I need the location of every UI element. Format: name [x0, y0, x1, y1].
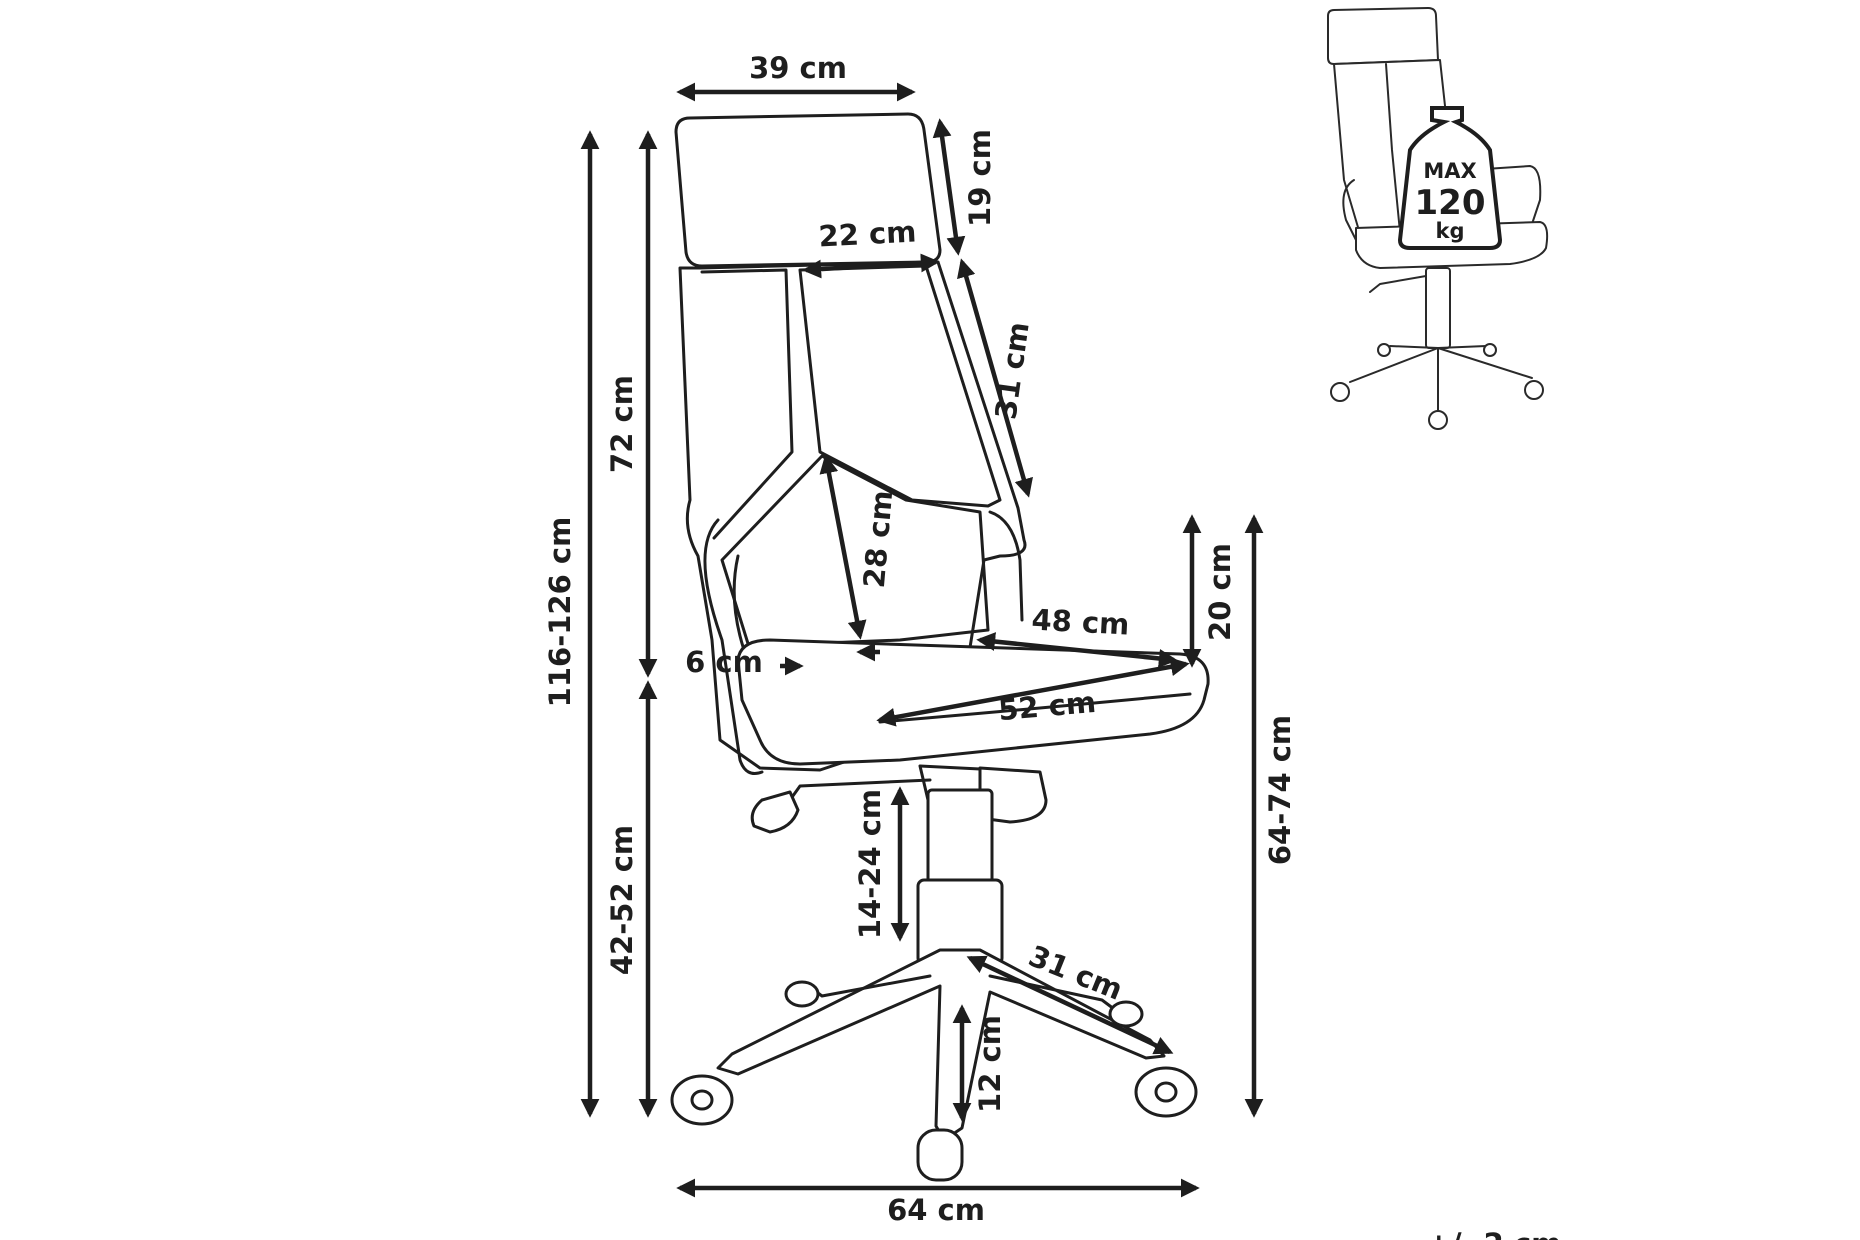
tilt-knob — [978, 766, 1048, 824]
thumb-back-seam — [1385, 63, 1401, 233]
backrest-left-upper-panel — [700, 268, 794, 540]
label-gas-lift: 14-24 cm — [853, 789, 887, 939]
label-seat-thickness: 6 cm — [685, 645, 763, 679]
label-armrest-height: 20 cm — [1203, 543, 1237, 641]
label-tolerance: +/- 2 cm — [1427, 1227, 1562, 1240]
backrest-lower-panel — [720, 454, 990, 652]
thumb-base — [1349, 345, 1533, 415]
arrow-seat-width — [876, 657, 1190, 727]
weight-icon — [1397, 106, 1503, 250]
caster-rear-left — [784, 980, 820, 1008]
label-headrest-height: 19 cm — [963, 129, 997, 227]
armrest — [703, 518, 764, 775]
lever-paddle — [750, 790, 800, 834]
dimension-arrows — [580, 82, 1264, 1198]
thumb-lever — [1369, 275, 1427, 293]
thumb-headrest — [1327, 7, 1439, 65]
caster-left-axle — [690, 1089, 714, 1111]
armrest-inner — [732, 554, 746, 652]
label-base-width: 64 cm — [887, 1193, 985, 1227]
label-backrest-height: 72 cm — [605, 375, 639, 473]
casters — [670, 980, 1198, 1182]
thumb-caster-rear-left — [1377, 343, 1391, 357]
arrow-backrest-width — [802, 253, 940, 279]
label-base-height: 12 cm — [973, 1015, 1007, 1113]
label-seat-depth: 48 cm — [1031, 602, 1131, 641]
thumb-caster-front — [1428, 410, 1448, 430]
thumb-armrest-right — [1469, 165, 1542, 231]
label-total-height: 116-126 cm — [543, 517, 577, 708]
thumb-caster-rear-right — [1483, 343, 1497, 357]
caster-right-axle — [1154, 1081, 1178, 1103]
weight-badge: MAX 120 kg — [1397, 106, 1503, 250]
gas-cylinder-upper — [926, 788, 994, 888]
label-backrest-upper: 31 cm — [988, 320, 1035, 422]
caster-front — [916, 1128, 964, 1182]
thumb-cylinder — [1425, 267, 1451, 349]
label-seat-height: 42-52 cm — [605, 825, 639, 975]
arrow-backrest-lower — [819, 454, 867, 640]
thumb-caster-right — [1524, 380, 1544, 400]
arrow-backrest-upper — [957, 258, 1033, 498]
arrow-base-leg — [966, 955, 1174, 1055]
height-lever — [788, 778, 932, 802]
dimension-labels: 39 cm 19 cm 22 cm 31 cm 116-126 cm 72 cm… — [543, 51, 1561, 1240]
right-armrest — [988, 510, 1024, 622]
arrow-seat-depth — [976, 632, 1178, 668]
weight-badge-line3: kg — [1436, 219, 1465, 243]
arrow-headrest-height — [932, 118, 966, 256]
label-arm-floor: 64-74 cm — [1263, 715, 1297, 865]
label-backrest-width: 22 cm — [818, 214, 918, 253]
label-headrest-width: 39 cm — [749, 51, 847, 85]
thumb-caster-left — [1330, 382, 1350, 402]
label-backrest-lower: 28 cm — [857, 489, 899, 589]
weight-badge-line1: MAX — [1423, 159, 1476, 183]
label-seat-width: 52 cm — [997, 685, 1097, 727]
weight-badge-line2: 120 — [1415, 183, 1486, 223]
thumb-armrest-left — [1342, 179, 1357, 241]
